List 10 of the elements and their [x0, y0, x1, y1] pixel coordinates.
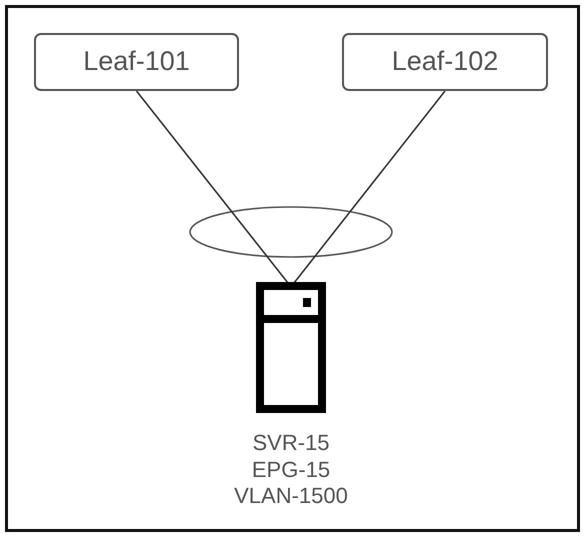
node-label: Leaf-101 — [83, 47, 190, 77]
device-label: SVR-15 — [252, 430, 330, 456]
server-icon — [256, 282, 326, 413]
device-label: EPG-15 — [252, 456, 330, 483]
connector-line — [136, 90, 289, 284]
leaf-box — [34, 33, 239, 91]
device-label: VLAN-1500 — [234, 483, 348, 510]
leaf-box — [342, 33, 548, 91]
node-label: Leaf-102 — [392, 47, 498, 77]
connector-line — [293, 90, 446, 284]
